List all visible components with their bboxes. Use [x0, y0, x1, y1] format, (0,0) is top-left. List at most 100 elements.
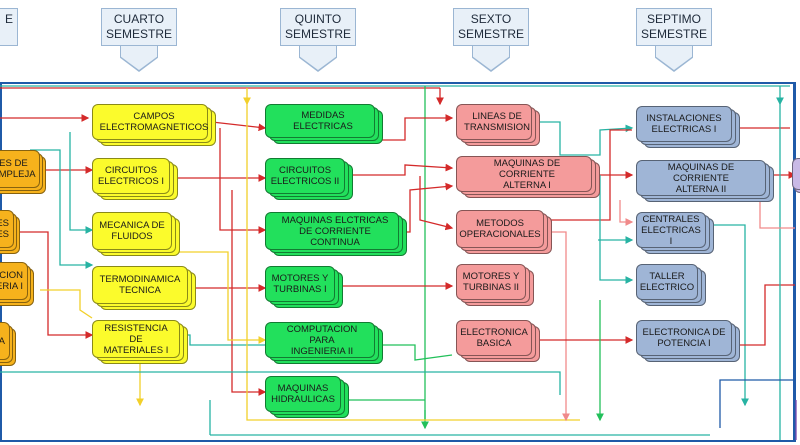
course-computacion-para-ingenieria-ii[interactable]: COMPUTACION PARA INGENIERIA II	[265, 322, 383, 366]
course-col3-1[interactable]: ES LES	[0, 210, 20, 254]
course-label: ELECTRONICA DE POTENCIA I	[636, 320, 732, 356]
course-label: MAQUINAS DE CORRIENTE ALTERNA II	[636, 160, 766, 196]
course-label: ES LES	[0, 210, 14, 248]
semester-tag: E	[0, 8, 18, 46]
course-label: MAQUINAS HIDRAULICAS	[265, 376, 341, 412]
course-text: IA	[0, 335, 5, 347]
course-termodinamica-tecnica[interactable]: TERMODINAMICA TECNICA	[92, 266, 196, 312]
course-label: MOTORES Y TURBINAS I	[265, 266, 335, 302]
course-text: TALLER ELECTRICO	[639, 271, 695, 293]
course-label: LINEAS DE TRANSMISION	[456, 104, 532, 140]
course-taller-electrico[interactable]: TALLER ELECTRICO	[636, 264, 706, 308]
course-text: MEDIDAS ELECTRICAS	[293, 110, 353, 132]
course-text: INSTALACIONES ELECTRICAS I	[646, 113, 722, 135]
course-campos-electromagneticos[interactable]: CAMPOS ELECTROMAGNETICOS	[92, 104, 216, 148]
course-label	[792, 158, 800, 190]
course-text: CIRCUITOS ELECTRICOS I	[98, 165, 164, 187]
course-text: CION IERIA I	[0, 270, 23, 292]
course-text: MOTORES Y TURBINAS II	[462, 271, 520, 293]
course-label: MOTORES Y TURBINAS II	[456, 264, 526, 300]
course-label: CION IERIA I	[0, 262, 28, 300]
course-medidas-electricas[interactable]: MEDIDAS ELECTRICAS	[265, 104, 383, 146]
course-label: MAQUINAS DE CORRIENTE ALTERNA I	[456, 156, 592, 192]
course-col3-2[interactable]: CION IERIA I	[0, 262, 34, 306]
course-text: ELECTRONICA DE POTENCIA I	[642, 327, 726, 349]
course-label: TERMODINAMICA TECNICA	[92, 266, 188, 304]
course-label: METODOS OPERACIONALES	[456, 210, 544, 248]
semester-line2: SEMESTRE	[105, 27, 172, 41]
course-electronica-de-potencia-i[interactable]: ELECTRONICA DE POTENCIA I	[636, 320, 740, 364]
course-label: MEDIDAS ELECTRICAS	[265, 104, 375, 138]
semester-line2: E	[4, 12, 13, 26]
course-label: CIRCUITOS ELECTRICOS I	[92, 158, 170, 194]
course-text: ELECTRONICA BASICA	[460, 327, 528, 349]
course-label: INSTALACIONES ELECTRICAS I	[636, 106, 732, 142]
course-text: CAMPOS ELECTROMAGNETICOS	[99, 111, 209, 133]
course-label: MAQUINAS ELCTRICAS DE CORRIENTE CONTINUA	[265, 212, 399, 250]
course-lineas-de-transmision[interactable]: LINEAS DE TRANSMISION	[456, 104, 540, 148]
course-circuitos-electricos-ii[interactable]: CIRCUITOS ELECTRICOS II	[265, 158, 353, 202]
course-maquinas-de-corriente-alterna-ii[interactable]: MAQUINAS DE CORRIENTE ALTERNA II	[636, 160, 774, 204]
course-label: RESISTENCIA DE MATERIALES I	[92, 320, 180, 358]
course-text: LINEAS DE TRANSMISION	[464, 111, 530, 133]
course-maquinas-de-corriente-alterna-i[interactable]: MAQUINAS DE CORRIENTE ALTERNA I	[456, 156, 600, 200]
course-circuitos-electricos-i[interactable]: CIRCUITOS ELECTRICOS I	[92, 158, 178, 202]
course-label: NES DE COMPLEJA	[0, 150, 40, 188]
course-text: CIRCUITOS ELECTRICOS II	[270, 165, 340, 187]
semester-line1: SEPTIMO	[646, 12, 701, 26]
course-label: MECANICA DE FLUIDOS	[92, 212, 172, 250]
course-motores-y-turbinas-ii[interactable]: MOTORES Y TURBINAS II	[456, 264, 534, 308]
course-text: MAQUINAS DE CORRIENTE ALTERNA II	[667, 161, 735, 195]
course-resistencia-de-materiales-i[interactable]: RESISTENCIA DE MATERIALES I	[92, 320, 188, 366]
course-text: MAQUINAS HIDRAULICAS	[271, 383, 335, 405]
down-arrow-icon	[656, 46, 692, 70]
down-arrow-icon	[121, 46, 157, 70]
course-motores-y-turbinas-i[interactable]: MOTORES Y TURBINAS I	[265, 266, 343, 310]
course-electronica-basica[interactable]: ELECTRONICA BASICA	[456, 320, 540, 364]
semester-line1: SEXTO	[470, 12, 512, 26]
down-arrow-icon	[473, 46, 509, 70]
course-text: MAQUINAS DE CORRIENTE ALTERNA I	[493, 157, 561, 191]
semester-line2: SEMESTRE	[284, 27, 351, 41]
course-label: COMPUTACION PARA INGENIERIA II	[265, 322, 375, 358]
course-text: NES DE COMPLEJA	[0, 158, 36, 180]
course-text: TERMODINAMICA TECNICA	[99, 274, 181, 296]
course-label: TALLER ELECTRICO	[636, 264, 698, 300]
course-label: CENTRALES ELECTRICAS I	[636, 212, 706, 248]
course-maquinas-electricas-corriente-continua[interactable]: MAQUINAS ELCTRICAS DE CORRIENTE CONTINUA	[265, 212, 407, 258]
course-text: MAQUINAS ELCTRICAS DE CORRIENTE CONTINUA	[281, 214, 389, 248]
course-mecanica-de-fluidos[interactable]: MECANICA DE FLUIDOS	[92, 212, 180, 258]
course-col3-0[interactable]: NES DE COMPLEJA	[0, 150, 46, 194]
course-col8-partial[interactable]	[792, 158, 800, 194]
course-maquinas-hidraulicas[interactable]: MAQUINAS HIDRAULICAS	[265, 376, 349, 420]
course-text: MECANICA DE FLUIDOS	[99, 220, 165, 242]
semester-line2: SEMESTRE	[640, 27, 707, 41]
semester-line1: CUARTO	[113, 12, 165, 26]
course-text: COMPUTACION PARA INGENIERIA II	[286, 323, 358, 357]
course-label: ELECTRONICA BASICA	[456, 320, 532, 356]
course-instalaciones-electricas-i[interactable]: INSTALACIONES ELECTRICAS I	[636, 106, 740, 150]
course-metodos-operacionales[interactable]: METODOS OPERACIONALES	[456, 210, 552, 256]
down-arrow-icon	[300, 46, 336, 70]
course-text: RESISTENCIA DE MATERIALES I	[103, 322, 169, 356]
course-col3-3[interactable]: IA	[0, 322, 16, 366]
course-text: ES LES	[0, 218, 9, 240]
semester-line1: QUINTO	[294, 12, 342, 26]
course-label: CAMPOS ELECTROMAGNETICOS	[92, 104, 208, 140]
course-text: METODOS OPERACIONALES	[459, 218, 541, 240]
course-text: CENTRALES ELECTRICAS I	[641, 213, 701, 247]
course-centrales-electricas-i[interactable]: CENTRALES ELECTRICAS I	[636, 212, 714, 256]
semester-header-tercero: E	[0, 8, 18, 70]
course-text: MOTORES Y TURBINAS I	[271, 273, 329, 295]
semester-line2: SEMESTRE	[457, 27, 524, 41]
course-label: CIRCUITOS ELECTRICOS II	[265, 158, 345, 194]
